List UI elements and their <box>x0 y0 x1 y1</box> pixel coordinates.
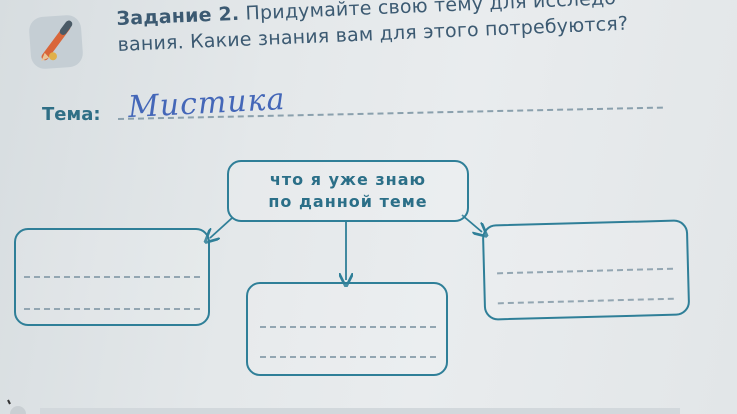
arrow-to-left-box <box>210 217 233 238</box>
answer-line-left-1 <box>24 276 200 278</box>
pencil-icon <box>28 14 84 70</box>
cropped-next-item <box>7 399 680 414</box>
answer-box-middle[interactable] <box>246 282 448 376</box>
answer-line-right-1 <box>497 267 674 275</box>
center-box: что я уже знаю по данной теме <box>227 160 469 222</box>
answer-line-left-2 <box>24 308 200 310</box>
answer-line-right-2 <box>497 297 674 305</box>
center-box-line-1: что я уже знаю <box>269 170 427 189</box>
arrow-to-right-box <box>461 214 482 232</box>
answer-box-right[interactable] <box>481 219 691 321</box>
answer-line-middle-2 <box>260 356 436 358</box>
answer-box-left[interactable] <box>14 228 210 326</box>
answer-line-middle-1 <box>260 326 436 328</box>
topic-label: Тема: <box>42 104 101 125</box>
center-box-line-2: по данной теме <box>268 192 428 211</box>
